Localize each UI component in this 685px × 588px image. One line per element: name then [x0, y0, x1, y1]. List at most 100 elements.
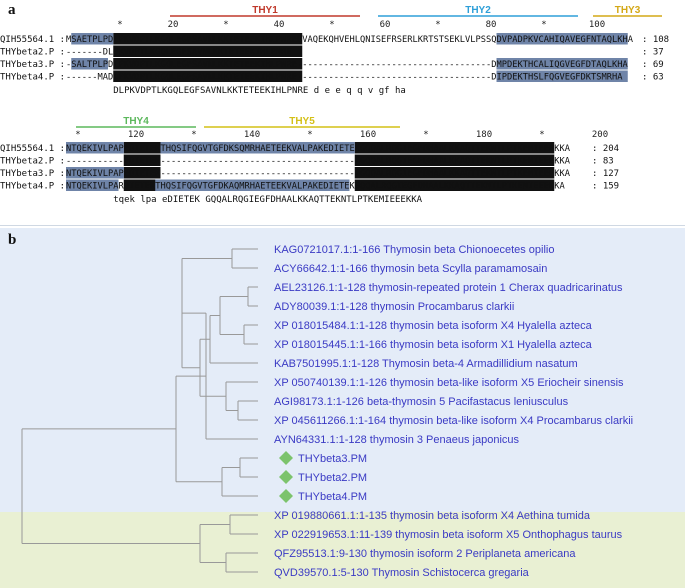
similar-shade: [66, 179, 119, 191]
conserved-shade: [123, 167, 161, 179]
domain-label-thy2: THY2: [465, 5, 491, 16]
position-tick: 180: [476, 130, 492, 140]
sequence-residues: -SALTPLPDLPKVDPTLKGQLEGFSAVNLKKTETEEKIHL…: [66, 60, 628, 70]
sequence-name: THYbeta4.P :: [0, 182, 65, 192]
similar-shade: [496, 33, 628, 45]
phylogenetic-tree-panel: b KAG0721017.1:1-166 Thymosin beta Chion…: [0, 228, 685, 588]
position-tick: *: [117, 20, 122, 30]
consensus-line: tqek lpa eDIETEK GQQALRQGIEGFDHAALKKAQTT…: [113, 195, 422, 205]
sequence-name: THYbeta4.P :: [0, 73, 65, 83]
conserved-shade: [113, 33, 303, 45]
tree-leaf-label: ACY66642.1:1-166 thymosin beta Scylla pa…: [274, 263, 547, 275]
position-tick: 200: [592, 130, 608, 140]
similar-shade: [66, 142, 124, 154]
domain-label-thy1: THY1: [252, 5, 278, 16]
sequence-length: : 83: [592, 157, 614, 167]
similar-shade: [160, 142, 355, 154]
tree-leaf-label: AGI98173.1:1-126 beta-thymosin 5 Pacifas…: [274, 396, 569, 408]
position-tick: *: [75, 130, 80, 140]
phylogenetic-tree: KAG0721017.1:1-166 Thymosin beta Chionoe…: [21, 244, 633, 579]
sequence-name: THYbeta3.P :: [0, 60, 65, 70]
conserved-shade: [113, 70, 303, 82]
domain-label-thy3: THY3: [615, 5, 641, 16]
tree-leaf-label: THYbeta3.PM: [298, 453, 367, 465]
crustacean-clade-band: [0, 228, 685, 512]
position-tick: *: [307, 130, 312, 140]
conserved-shade: [354, 154, 555, 166]
position-tick: 40: [274, 20, 285, 30]
sequence-length: : 127: [592, 169, 619, 179]
sequence-name: THYbeta2.P :: [0, 48, 65, 58]
position-tick: *: [191, 130, 196, 140]
sequence-length: : 108: [642, 35, 669, 45]
position-tick: *: [541, 20, 546, 30]
similar-shade: [66, 167, 124, 179]
sequence-residues: NTQEKIVLPARDIETEKTHQSIFQGVTGFDKAQMRHAETE…: [66, 182, 565, 192]
similar-shade: [71, 33, 114, 45]
similar-shade: [496, 70, 628, 82]
insect-clade-band: [0, 512, 685, 588]
panel-a-label: a: [8, 2, 16, 18]
plant-marker-icon: [279, 489, 293, 503]
tree-leaf-label: XP 018015484.1:1-128 thymosin beta isofo…: [274, 320, 593, 332]
conserved-shade: [354, 142, 555, 154]
conserved-shade: [123, 179, 161, 191]
tree-leaf-label: XP 019880661.1:1-135 thymosin beta isofo…: [274, 510, 591, 522]
sequence-length: : 159: [592, 182, 619, 192]
tree-leaf-label: AYN64331.1:1-128 thymosin 3 Penaeus japo…: [274, 434, 520, 446]
tree-leaf-label: KAB7501995.1:1-128 Thymosin beta-4 Armad…: [274, 358, 578, 370]
conserved-shade: [113, 45, 303, 57]
position-tick: *: [223, 20, 228, 30]
position-tick: 120: [128, 130, 144, 140]
tree-leaf-label: ADY80039.1:1-128 thymosin Procambarus cl…: [274, 301, 514, 313]
sequence-name: THYbeta3.P :: [0, 169, 65, 179]
plant-marker-icon: [279, 451, 293, 465]
sequence-name: THYbeta2.P :: [0, 157, 65, 167]
position-tick: 100: [589, 20, 605, 30]
sequence-residues: -----------EDIETEK----------------------…: [66, 157, 571, 167]
sequence-residues: NTQEKIVLPAPEDIETEKTHQSIFQGVTGFDKSQMRHAET…: [66, 144, 571, 154]
position-tick: *: [423, 130, 428, 140]
sequence-length: : 69: [642, 60, 664, 70]
conserved-shade: [123, 154, 161, 166]
tree-leaf-label: XP 050740139.1:1-126 thymosin beta-like …: [274, 377, 624, 389]
plant-marker-icon: [279, 470, 293, 484]
sequence-residues: NTQEKIVLPAPEDIETEK----------------------…: [66, 169, 571, 179]
sequence-residues: MSAETPLPDLPKVDPTLKGQLEGFSAVNLKKTETEEKIHL…: [66, 35, 634, 45]
panel-b-label: b: [8, 232, 17, 248]
position-tick: *: [539, 130, 544, 140]
sequence-residues: -------DLPKVDPTLKGQLEGFSAVNLKKTETEEKIHLP…: [66, 48, 292, 58]
consensus-line: DLPKVDPTLKGQLEGFSAVNLKKTETEEKIHLPNRE d e…: [113, 86, 406, 96]
similar-shade: [155, 179, 350, 191]
position-tick: 160: [360, 130, 376, 140]
sequence-length: : 37: [642, 48, 664, 58]
tree-leaf-label: XP 018015445.1:1-166 thymosin beta isofo…: [274, 339, 593, 351]
position-tick: *: [329, 20, 334, 30]
domain-label-thy4: THY4: [123, 116, 149, 127]
position-tick: 60: [380, 20, 391, 30]
tree-leaf-label: XP 045611266.1:1-164 thymosin beta-like …: [274, 415, 633, 427]
tree-leaf-label: THYbeta2.PM: [298, 472, 367, 484]
sequence-name: QIH55564.1 :: [0, 35, 65, 45]
sequence-length: : 204: [592, 144, 619, 154]
domain-label-thy5: THY5: [289, 116, 315, 127]
position-tick: 80: [486, 20, 497, 30]
sequence-name: QIH55564.1 :: [0, 144, 65, 154]
tree-leaf-label: XP 022919653.1:11-139 thymosin beta isof…: [274, 529, 623, 541]
sequence-length: : 63: [642, 73, 664, 83]
conserved-shade: [113, 58, 303, 70]
tree-leaf-label: AEL23126.1:1-128 thymosin-repeated prote…: [274, 282, 623, 294]
tree-leaf-label: QVD39570.1:5-130 Thymosin Schistocerca g…: [274, 567, 530, 579]
conserved-shade: [123, 142, 161, 154]
tree-leaf-label: THYbeta4.PM: [298, 491, 367, 503]
tree-leaf-label: KAG0721017.1:1-166 Thymosin beta Chionoe…: [274, 244, 554, 256]
tree-leaf-label: QFZ95513.1:9-130 thymosin isoform 2 Peri…: [274, 548, 576, 560]
conserved-shade: [354, 167, 555, 179]
position-tick: 20: [168, 20, 179, 30]
conserved-shade: [354, 179, 555, 191]
similar-shade: [71, 58, 108, 70]
sequence-residues: ------MADLPKVDPTLKGQLEGFSAVNLKKTETEEKIHL…: [66, 73, 623, 83]
position-tick: *: [435, 20, 440, 30]
